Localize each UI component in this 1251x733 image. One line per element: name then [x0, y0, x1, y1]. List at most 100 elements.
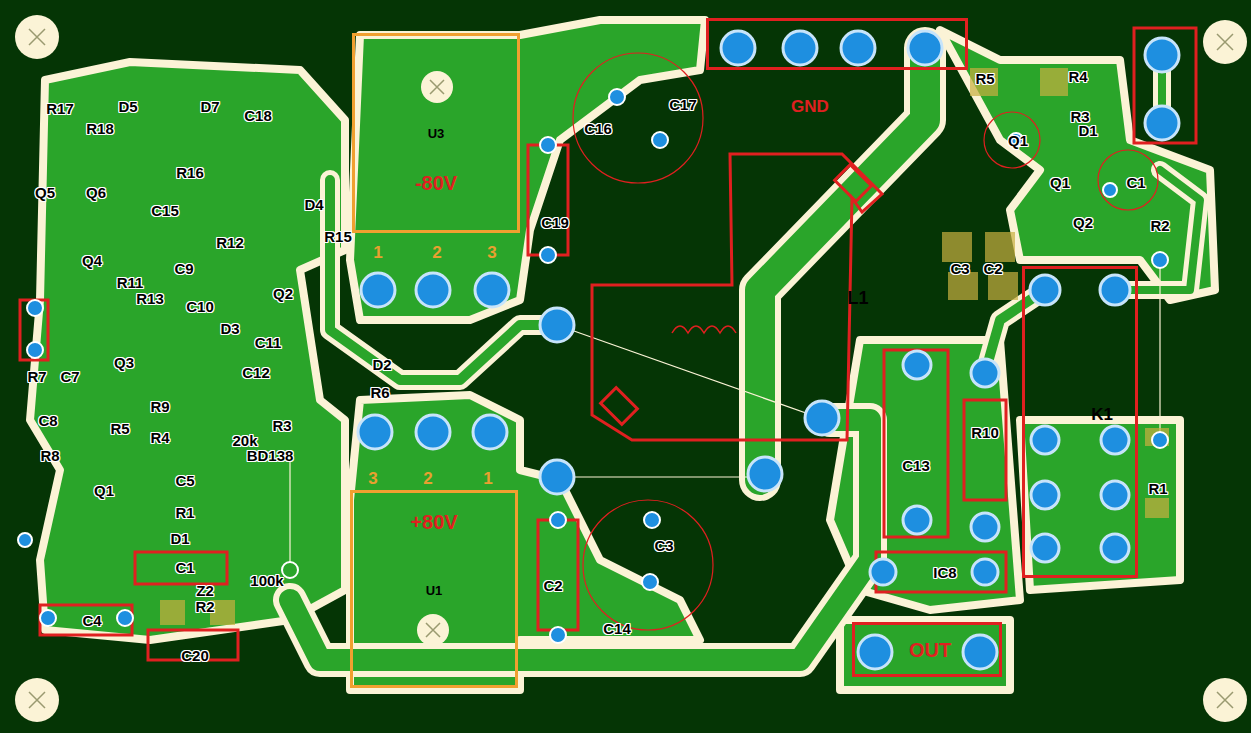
reference-designator: C10 [186, 299, 214, 314]
pad-outline [835, 165, 872, 202]
reference-designator: C2 [543, 578, 562, 593]
reference-designator: C17 [669, 97, 697, 112]
reference-designator: D5 [118, 99, 137, 114]
reference-designator: Q2 [273, 286, 293, 301]
reference-designator: R1 [1148, 481, 1167, 496]
reference-designator: D1 [170, 531, 189, 546]
reference-designator: C13 [902, 458, 930, 473]
reference-designator: R4 [1068, 69, 1087, 84]
part-label: L1 [847, 289, 868, 307]
part-label: -80V [415, 173, 457, 193]
reference-designator: D2 [372, 357, 391, 372]
reference-designator: C2 [983, 261, 1002, 276]
reference-designator: R5 [110, 421, 129, 436]
reference-designator: C3 [654, 538, 673, 553]
reference-designator: C9 [174, 261, 193, 276]
reference-designator: R11 [117, 275, 144, 290]
reference-designator: R15 [324, 229, 352, 244]
ratsnest [290, 260, 1160, 570]
outline-rect [854, 624, 1001, 676]
mounting-holes [15, 15, 1247, 722]
reference-designator: D7 [200, 99, 219, 114]
outline-rect [352, 492, 517, 687]
reference-designator: C19 [541, 215, 569, 230]
reference-designator: Q1 [94, 483, 114, 498]
part-label: U3 [428, 127, 445, 140]
reference-designator: C18 [244, 108, 272, 123]
pin-number: 1 [373, 244, 382, 261]
reference-designator: C15 [151, 203, 179, 218]
regulator-outline: U3 -80V [352, 33, 520, 233]
reference-designator: R13 [136, 291, 164, 306]
reference-designator: Z2 [196, 583, 214, 598]
outline-rect [354, 35, 519, 232]
reference-designator: R1 [175, 505, 194, 520]
reference-designator: D1 [1078, 123, 1097, 138]
reference-designator: R10 [971, 425, 999, 440]
reference-designator: IC8 [933, 565, 956, 580]
outline-rect [1024, 268, 1137, 577]
part-label: +80V [410, 512, 457, 532]
reference-designator: C11 [255, 335, 282, 350]
reference-designator: D4 [304, 197, 323, 212]
reference-designator: R3 [272, 418, 291, 433]
reference-designator: R2 [195, 599, 214, 614]
reference-designator: Q1 [1050, 175, 1070, 190]
regulator-outline: U1 +80V [350, 490, 518, 688]
copper-pours [30, 20, 1215, 690]
reference-designator: C16 [584, 121, 612, 136]
traces [290, 48, 1200, 660]
reference-designator: Q3 [114, 355, 134, 370]
through-hole-pads [18, 31, 1179, 669]
reference-designator: Q4 [82, 253, 102, 268]
outline-rect [708, 20, 967, 69]
reference-designator: R9 [150, 399, 169, 414]
reference-designator: Q5 [35, 185, 55, 200]
pin-number: 2 [423, 470, 432, 487]
outline-shape [1022, 266, 1138, 578]
reference-designator: R3 [1070, 109, 1089, 124]
outline-path [592, 154, 882, 440]
pin-number: 3 [368, 470, 377, 487]
part-label: GND [791, 98, 829, 115]
inductor-symbol [672, 326, 736, 333]
component-outlines [20, 28, 1196, 660]
reference-designator: Q1 [1008, 133, 1028, 148]
reference-designator: C1 [175, 560, 194, 575]
reference-designator: C8 [38, 413, 57, 428]
reference-designator: R16 [176, 165, 204, 180]
reference-designator: C3 [950, 261, 969, 276]
reference-designator: R4 [150, 430, 169, 445]
part-label: U1 [426, 584, 443, 597]
connector-outline: OUT [852, 622, 1002, 677]
reference-designator: 100k [250, 573, 283, 588]
reference-designator: 20k [232, 433, 257, 448]
reference-designator: BD138 [247, 448, 294, 463]
reference-designator: R18 [86, 121, 114, 136]
reference-designator: Q2 [1073, 215, 1093, 230]
pin-number: 2 [432, 244, 441, 261]
connector-outline: K1 [1022, 266, 1138, 578]
reference-designator: R8 [40, 448, 59, 463]
part-label: OUT [909, 640, 951, 660]
reference-designator: C1 [1126, 175, 1145, 190]
reference-designator: C4 [82, 613, 101, 628]
pad-outline [601, 388, 638, 425]
reference-designator: Q6 [86, 185, 106, 200]
reference-designator: C20 [181, 648, 209, 663]
reference-designator: R2 [1150, 218, 1169, 233]
reference-designator: R6 [370, 385, 389, 400]
connector-outline: GND [706, 18, 968, 70]
smd-pads [160, 68, 1169, 625]
reference-designator: C7 [60, 369, 79, 384]
outline-shape [706, 18, 968, 70]
reference-designator: R5 [975, 71, 994, 86]
reference-designator: D3 [220, 321, 239, 336]
pin-number: 3 [487, 244, 496, 261]
part-label: K1 [1091, 406, 1113, 423]
reference-designator: R17 [46, 101, 74, 116]
pin-number: 1 [483, 470, 492, 487]
reference-designator: C12 [242, 365, 270, 380]
inductor-outline: L1 [592, 150, 897, 448]
